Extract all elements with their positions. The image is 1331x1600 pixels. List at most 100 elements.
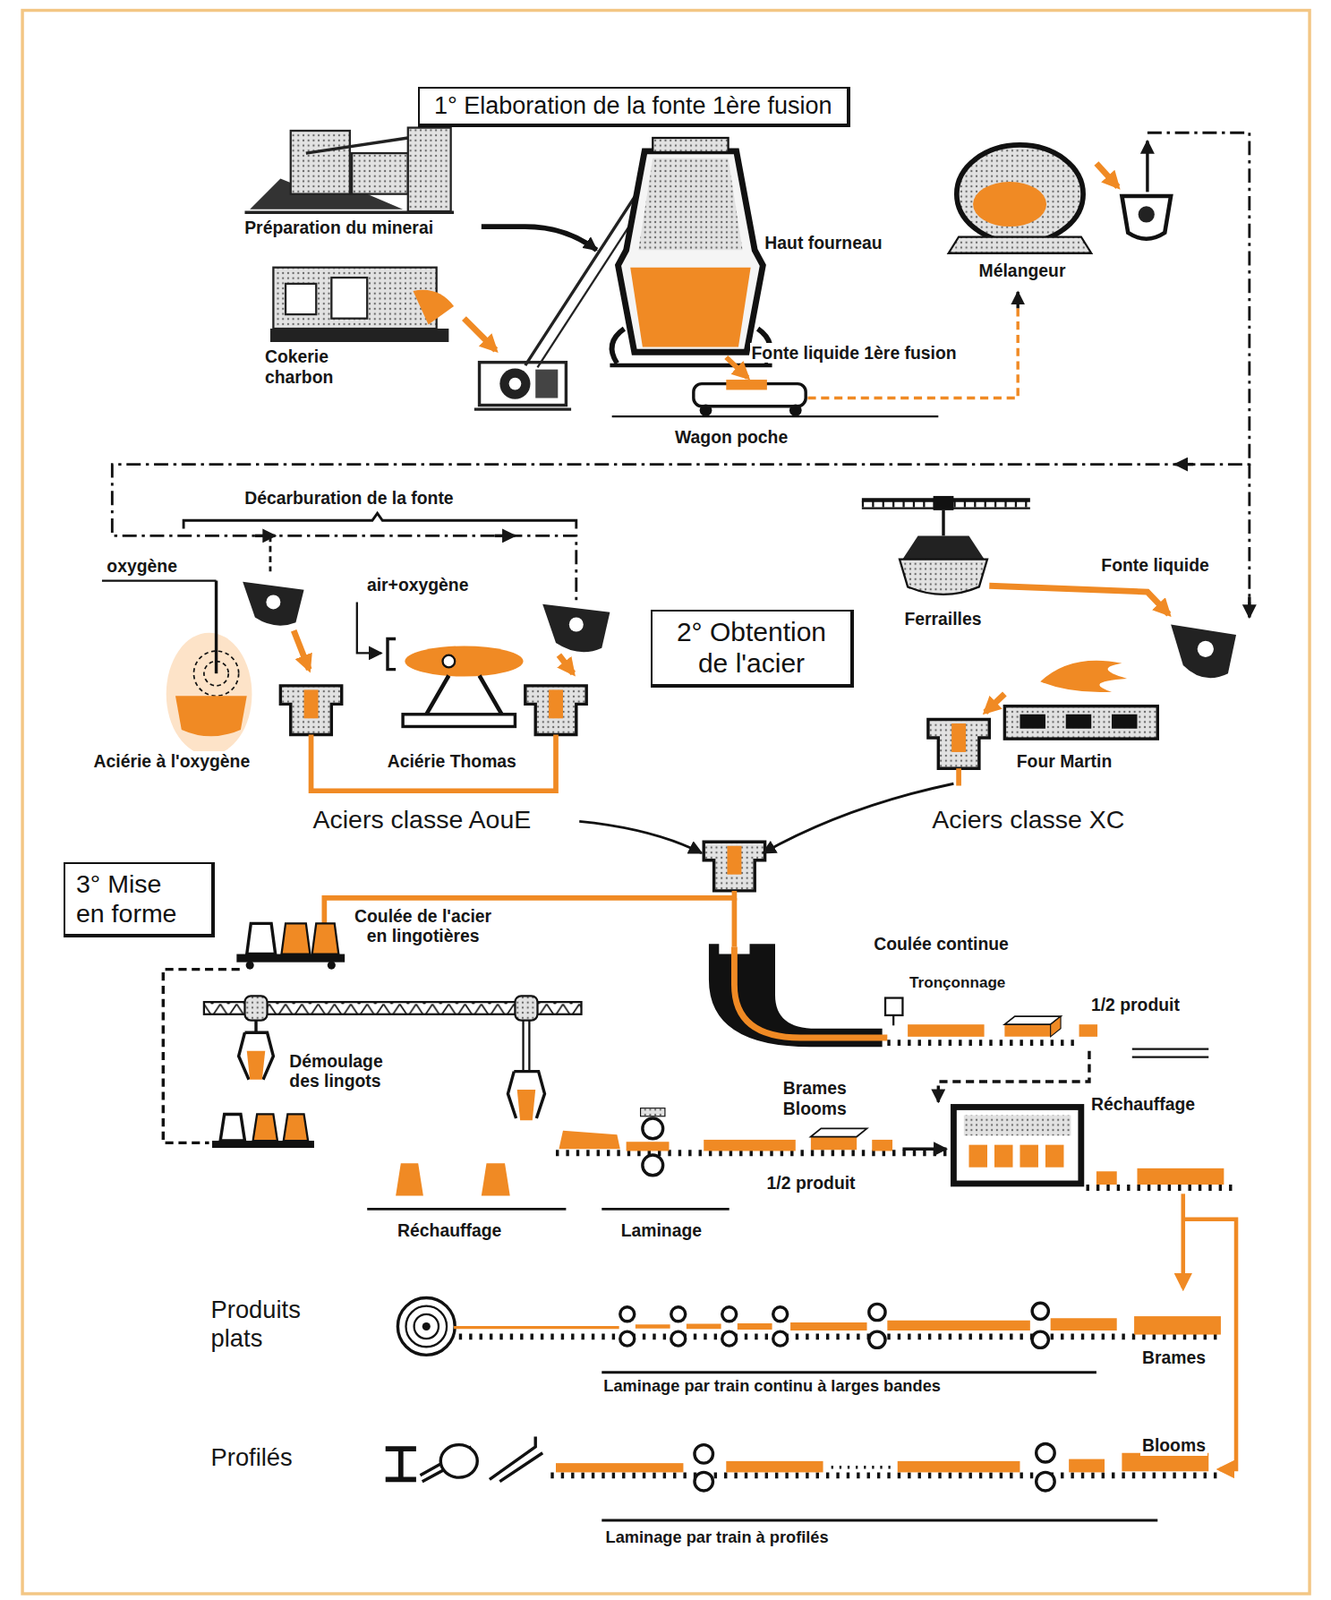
stripping-crane-part <box>220 1113 245 1141</box>
open-hearth-furnace-part <box>985 693 1006 713</box>
reheating-and-roughing-part <box>642 1117 664 1139</box>
stripping-crane-part <box>212 1140 315 1148</box>
hot-metal-route-part <box>1247 597 1251 618</box>
mixer-part <box>1121 196 1171 239</box>
oxygen-converter-part <box>175 695 248 736</box>
section-mill-part <box>550 1471 1224 1478</box>
reheating-and-roughing <box>366 1108 1020 1210</box>
strip-mill-part-part <box>620 1306 635 1322</box>
hot-metal-route-part <box>111 132 1250 600</box>
blast-furnace-part <box>725 357 748 378</box>
strip-mill <box>397 1297 1224 1373</box>
label-text: Four Martin <box>1015 750 1114 771</box>
casting-ladles-part-part <box>525 685 587 735</box>
label-text: Blooms <box>1140 1434 1208 1455</box>
label-text: oxygène <box>104 555 180 576</box>
reheating-furnace-part <box>1137 1168 1225 1185</box>
reheating-and-roughing-part <box>810 1136 857 1151</box>
strip-mill-part-part <box>1032 1302 1049 1319</box>
blast-furnace-part <box>618 151 764 352</box>
strip-mill-part <box>737 1322 773 1330</box>
thomas-converter-part <box>402 714 515 727</box>
label-text: Brames Blooms <box>781 1077 854 1118</box>
oxygen-converter-part <box>265 594 281 609</box>
label-text: Laminage <box>619 1220 704 1240</box>
ingot-casting-part <box>281 922 310 954</box>
section-mill-part <box>489 1436 543 1482</box>
ingot-casting-part <box>236 954 345 963</box>
ingot-casting-part <box>247 922 276 954</box>
section-mill-part <box>385 1448 417 1479</box>
section-mill-part <box>897 1460 1021 1473</box>
ore-plant-part <box>306 137 409 154</box>
mixer-part <box>1138 205 1155 222</box>
reheating-furnace-part <box>1180 1193 1186 1288</box>
casting-ladles-part <box>955 767 962 785</box>
ladle-wagon-part <box>612 415 939 418</box>
label-text: Brames <box>1140 1347 1208 1367</box>
casting-ladles-part <box>703 841 765 891</box>
label-text: Coulée de l'acier en lingotières <box>351 905 495 947</box>
thomas-converter-part <box>443 655 456 668</box>
ingot-casting-part <box>327 961 336 970</box>
strip-mill-part <box>887 1320 1031 1331</box>
mixer <box>948 140 1171 253</box>
section-mill <box>385 1436 1225 1520</box>
blast-furnace-part <box>638 158 743 251</box>
hot-metal-route-part <box>494 534 516 538</box>
section-mill-part <box>694 1443 1055 1491</box>
continuous-caster-part <box>885 998 903 1016</box>
reheating-furnace-part <box>953 1106 1081 1183</box>
scrap-crane-part <box>1170 624 1237 679</box>
label-text: Démoulage des lingots <box>287 1050 388 1092</box>
casting-ladles-part <box>525 685 587 735</box>
stripping-crane <box>162 969 581 1148</box>
oxygen-converter-part <box>242 581 304 626</box>
ingot-casting-part <box>732 897 738 948</box>
open-hearth-furnace-part <box>1019 714 1045 729</box>
section-mill-part-part <box>1036 1443 1056 1463</box>
coke-plant-part <box>474 407 572 410</box>
label-text: Produits plats <box>209 1295 290 1352</box>
casting-ladles <box>280 685 990 891</box>
reheating-furnace-part <box>968 1144 988 1168</box>
casting-ladles-part-part <box>548 689 564 718</box>
continuous-caster-part <box>733 947 888 1038</box>
strip-mill-part <box>635 1323 671 1329</box>
section-mill-part <box>555 1462 683 1472</box>
section-mill-part <box>725 1460 823 1473</box>
strip-mill-part-part <box>722 1306 737 1322</box>
section-mill-part <box>1068 1458 1105 1473</box>
reheating-and-roughing-part <box>366 1207 566 1211</box>
label-text: Fonte liquide <box>1099 554 1211 575</box>
strip-mill-part-part <box>869 1331 886 1348</box>
coke-plant-part <box>270 328 449 342</box>
reheating-furnace-part <box>964 1115 1072 1136</box>
stripping-crane-part <box>521 1020 524 1072</box>
strip-mill-part-part <box>773 1331 788 1346</box>
strip-mill-part <box>422 1322 431 1331</box>
continuous-caster-part <box>1004 1023 1050 1037</box>
coke-plant-part <box>509 377 522 391</box>
stripping-crane-part <box>247 1050 266 1080</box>
open-hearth-furnace-part <box>1066 714 1092 729</box>
label-text: Réchauffage <box>1089 1093 1197 1114</box>
ladle-wagon-part <box>725 379 768 390</box>
oxygen-converter-part <box>214 580 218 675</box>
heading-text: 2° Obtention de l'acier <box>676 616 828 679</box>
reheating-and-roughing-part <box>395 1162 424 1195</box>
strip-mill-part <box>686 1323 722 1330</box>
hot-metal-route-part <box>1247 464 1251 611</box>
label-text: Mélangeur <box>977 260 1068 281</box>
label-text: Haut fourneau <box>762 232 884 253</box>
coke-plant-part <box>499 368 530 400</box>
strip-mill-part-part <box>1032 1331 1049 1348</box>
coke-plant-part <box>285 283 316 315</box>
blast-furnace-part <box>630 267 751 348</box>
section-mill-part <box>440 1444 478 1477</box>
ingot-casting-part <box>246 961 255 970</box>
strip-mill-part-part <box>773 1306 788 1322</box>
reheating-furnace-part <box>1086 1184 1240 1191</box>
hot-metal-route-part <box>255 534 276 538</box>
